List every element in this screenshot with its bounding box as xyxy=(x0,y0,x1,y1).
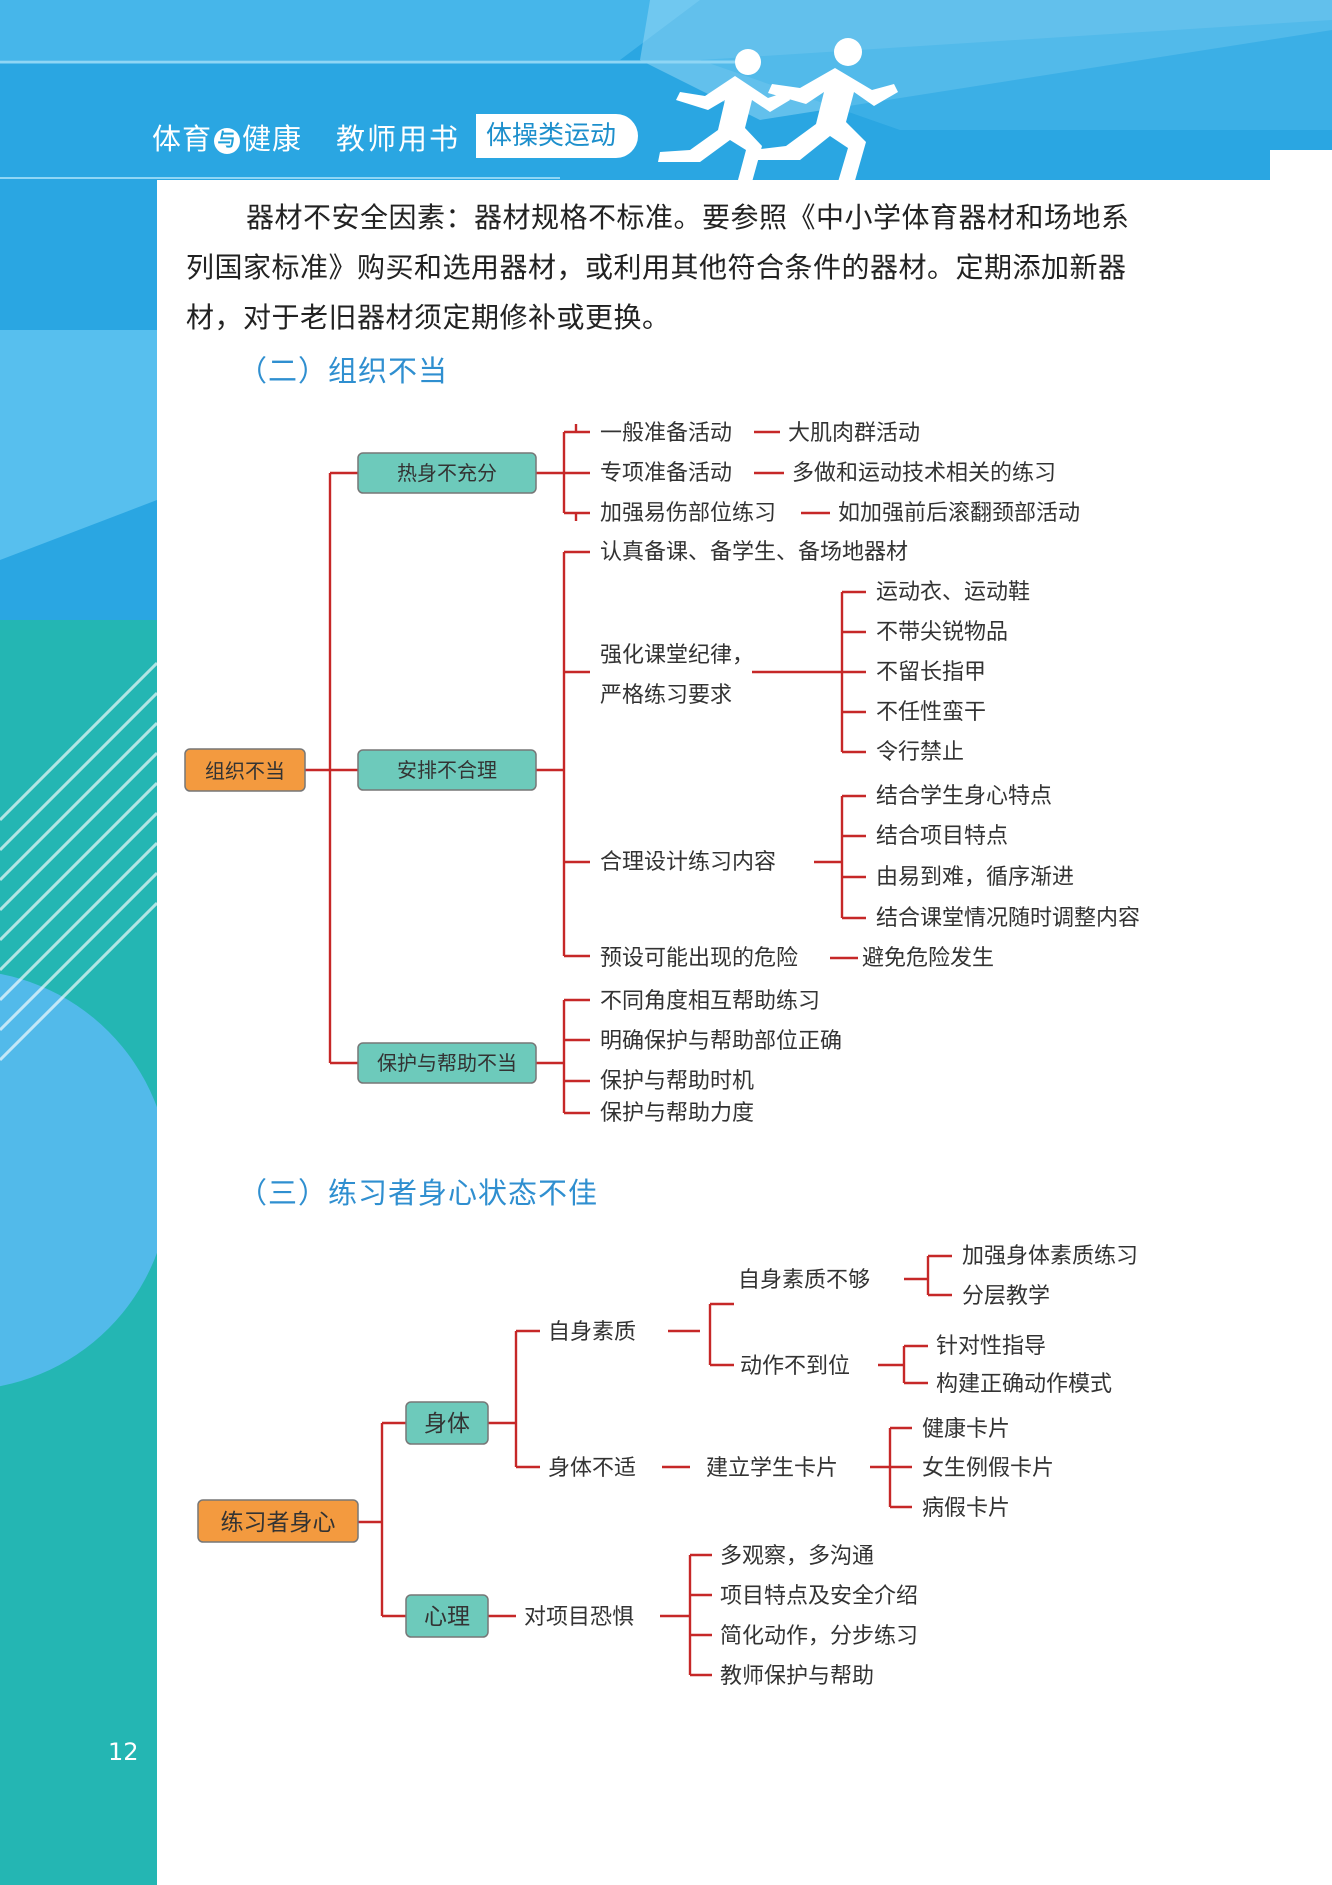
leaf-fear-2: 简化动作，分步练习 xyxy=(720,1624,918,1649)
leaf-a2-3: 不任性蛮干 xyxy=(876,700,986,725)
page-number: 12 xyxy=(108,1738,139,1766)
node-warmup-label: 热身不充分 xyxy=(397,461,497,485)
leaf-a3-2: 由易到难，循序渐进 xyxy=(876,865,1074,890)
node-warmup xyxy=(357,452,537,494)
leaf-card-2: 病假卡片 xyxy=(922,1496,1010,1521)
intro-line-2: 列国家标准》购买和选用器材，或利用其他符合条件的器材。定期添加新器 xyxy=(186,251,1127,284)
leaf-q1: 自身素质不够 xyxy=(738,1268,870,1293)
leaf-a3-3: 结合课堂情况随时调整内容 xyxy=(876,906,1140,931)
leaf-a3-1: 结合项目特点 xyxy=(876,824,1008,849)
leaf-a2-line1: 强化课堂纪律， xyxy=(600,643,754,668)
leaf-w1b: 大肌肉群活动 xyxy=(788,421,920,446)
leaf-q1-1: 分层教学 xyxy=(962,1284,1050,1309)
node-mind xyxy=(405,1594,489,1638)
leaf-q2-1: 构建正确动作模式 xyxy=(936,1372,1112,1397)
leaf-fear: 对项目恐惧 xyxy=(524,1605,634,1630)
leaf-a4b: 避免危险发生 xyxy=(862,946,994,971)
leaf-a4a: 预设可能出现的危险 xyxy=(600,946,798,971)
node-arrange xyxy=(357,749,537,791)
root-node-practicer xyxy=(197,1499,359,1543)
intro-line-1: 器材不安全因素：器材规格不标准。要参照《中小学体育器材和场地系 xyxy=(246,201,1130,234)
leaf-card-1: 女生例假卡片 xyxy=(922,1456,1054,1481)
leaf-fear-0: 多观察，多沟通 xyxy=(720,1544,874,1569)
leaf-w2a: 专项准备活动 xyxy=(600,461,732,486)
leaf-a2-line2: 严格练习要求 xyxy=(600,683,732,708)
leaf-w3b: 如加强前后滚翻颈部活动 xyxy=(838,501,1080,526)
section-3-title: （三）练习者身心状态不佳 xyxy=(238,1176,599,1210)
leaf-p0: 不同角度相互帮助练习 xyxy=(600,989,820,1014)
node-arrange-label: 安排不合理 xyxy=(397,758,497,782)
node-protect-label: 保护与帮助不当 xyxy=(377,1051,517,1075)
section-2-title: （二）组织不当 xyxy=(238,354,449,388)
leaf-q2: 动作不到位 xyxy=(740,1354,850,1379)
root-node-organize xyxy=(184,748,306,792)
leaf-unwell: 身体不适 xyxy=(548,1456,636,1481)
leaf-q1-0: 加强身体素质练习 xyxy=(962,1244,1138,1269)
leaf-a3-0: 结合学生身心特点 xyxy=(876,784,1052,809)
teacher-edition-label: 教师用书 xyxy=(336,122,461,156)
leaf-p2: 保护与帮助时机 xyxy=(600,1069,754,1094)
node-body xyxy=(405,1401,489,1445)
leaf-a2-2: 不留长指甲 xyxy=(876,660,986,685)
leaf-a2-1: 不带尖锐物品 xyxy=(876,620,1008,645)
root-node-label: 组织不当 xyxy=(205,759,285,783)
book-title: 体育与健康 xyxy=(152,122,303,156)
node-protect xyxy=(357,1042,537,1084)
leaf-quality: 自身素质 xyxy=(548,1320,636,1345)
leaf-a2-0: 运动衣、运动鞋 xyxy=(876,580,1030,605)
leaf-card-0: 健康卡片 xyxy=(922,1417,1010,1442)
runner-icon xyxy=(658,38,898,184)
intro-line-3: 材，对于老旧器材须定期修补或更换。 xyxy=(186,301,671,334)
leaf-a1: 认真备课、备学生、备场地器材 xyxy=(600,540,908,565)
leaf-p1: 明确保护与帮助部位正确 xyxy=(600,1029,842,1054)
leaf-w1a: 一般准备活动 xyxy=(600,421,732,446)
leaf-a3: 合理设计练习内容 xyxy=(600,850,776,875)
root-node-practicer-label: 练习者身心 xyxy=(221,1510,336,1536)
leaf-a2-4: 令行禁止 xyxy=(876,740,964,765)
leaf-card: 建立学生卡片 xyxy=(706,1456,838,1481)
leaf-q2-0: 针对性指导 xyxy=(936,1334,1046,1359)
node-body-label: 身体 xyxy=(424,1411,470,1437)
and-badge: 与 xyxy=(214,128,241,154)
leaf-fear-1: 项目特点及安全介绍 xyxy=(720,1584,918,1609)
leaf-p3: 保护与帮助力度 xyxy=(600,1101,754,1126)
leaf-fear-3: 教师保护与帮助 xyxy=(720,1664,874,1689)
leaf-w2b: 多做和运动技术相关的练习 xyxy=(792,461,1056,486)
chapter-tab: 体操类运动 xyxy=(476,114,639,158)
node-mind-label: 心理 xyxy=(424,1604,470,1630)
leaf-w3a: 加强易伤部位练习 xyxy=(600,501,776,526)
